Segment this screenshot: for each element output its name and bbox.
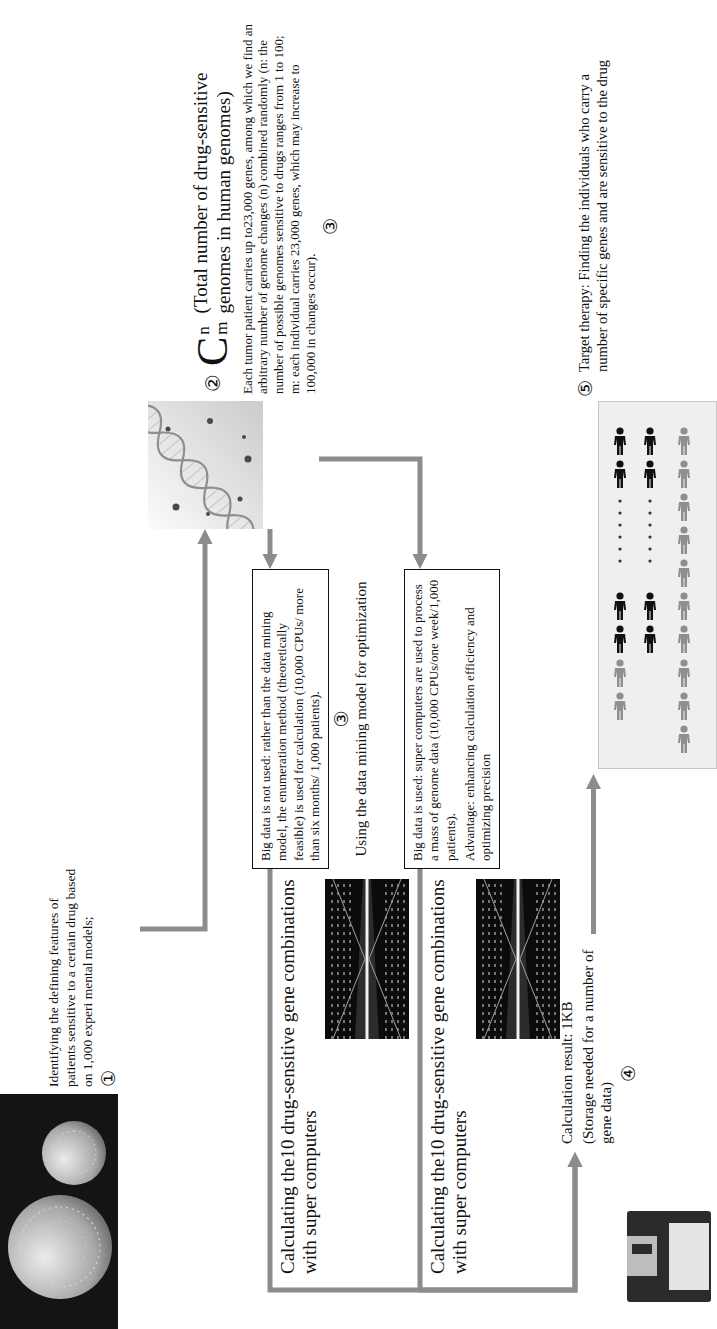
step-number: ④ <box>618 1065 640 1082</box>
floppy-disk-icon <box>625 1209 713 1304</box>
node-text: Identifying the defining features of pat… <box>46 853 97 1087</box>
arrow-head <box>413 554 428 569</box>
process-box: Big data is used: super computers are us… <box>404 569 500 869</box>
flow-connector <box>420 869 583 1290</box>
image-caption: Calculating the10 drug-sensitive gene co… <box>427 874 471 1274</box>
step-group: Identifying the defining features of pat… <box>0 849 140 1329</box>
text-column: Identifying the defining features of pat… <box>0 853 97 1087</box>
step-number: ③ <box>320 218 342 235</box>
connector-line <box>319 459 420 557</box>
node-text: Advantage: enhancing calculation efficie… <box>462 577 495 861</box>
text-column: Cnm (Total number of drug-sensitive genom… <box>145 19 319 394</box>
connector-line <box>268 529 273 557</box>
arrow-head <box>568 1152 583 1167</box>
text-column: Target therapy: Finding the individuals … <box>570 42 611 372</box>
flow-connector <box>270 869 583 1290</box>
formula-indices: nm <box>195 321 231 334</box>
flow-connector <box>586 774 601 934</box>
connector-line <box>270 869 575 1290</box>
step-number: ② <box>202 374 225 392</box>
node-text: Target therapy: Finding the individuals … <box>576 42 611 372</box>
node-text: (Storage needed for a number of gene dat… <box>579 936 615 1144</box>
process-box: Big data is not used: rather than the da… <box>252 569 329 869</box>
superscript-n: n <box>195 321 213 334</box>
arrow-head <box>198 529 213 544</box>
node-text: Big data is used: super computers are us… <box>410 577 459 861</box>
subscript-m: m <box>213 321 231 334</box>
formula-row: Cnm (Total number of drug-sensitive genom… <box>190 19 236 394</box>
step-group: Cnm (Total number of drug-sensitive genom… <box>145 17 319 529</box>
node-text: Big data is not used: rather than the da… <box>258 577 323 861</box>
supercomputer-image <box>325 879 409 1039</box>
body-text: Each tumor patient carries up to23,000 g… <box>240 19 319 394</box>
heading-text: (Total number of drug-sensitive genomes … <box>190 19 236 313</box>
method-label: Using the data mining model for optimiza… <box>353 579 370 859</box>
arrow-head <box>263 554 278 569</box>
connector-line <box>140 541 205 929</box>
connector-line <box>591 786 596 934</box>
arrow-head <box>586 774 601 789</box>
dna-image <box>148 401 263 529</box>
image-caption: Calculating the10 drug-sensitive gene co… <box>277 874 321 1274</box>
people-panel <box>598 401 717 769</box>
formula-symbol: C <box>191 337 235 366</box>
connector-line <box>420 869 575 1290</box>
step-number: ① <box>98 1070 120 1087</box>
result-group: Calculation result: 1KB(Storage needed f… <box>556 934 617 1152</box>
node-text: Calculation result: 1KB <box>558 936 576 1144</box>
flow-connector <box>140 529 213 929</box>
supercomputer-image <box>476 879 560 1039</box>
flow-connector <box>263 529 278 569</box>
arrow-head <box>568 1152 583 1167</box>
flow-connector <box>319 459 428 569</box>
cell-image <box>0 1094 118 1329</box>
step-number: ⑤ <box>575 380 597 397</box>
step-number: ③ <box>331 569 353 869</box>
